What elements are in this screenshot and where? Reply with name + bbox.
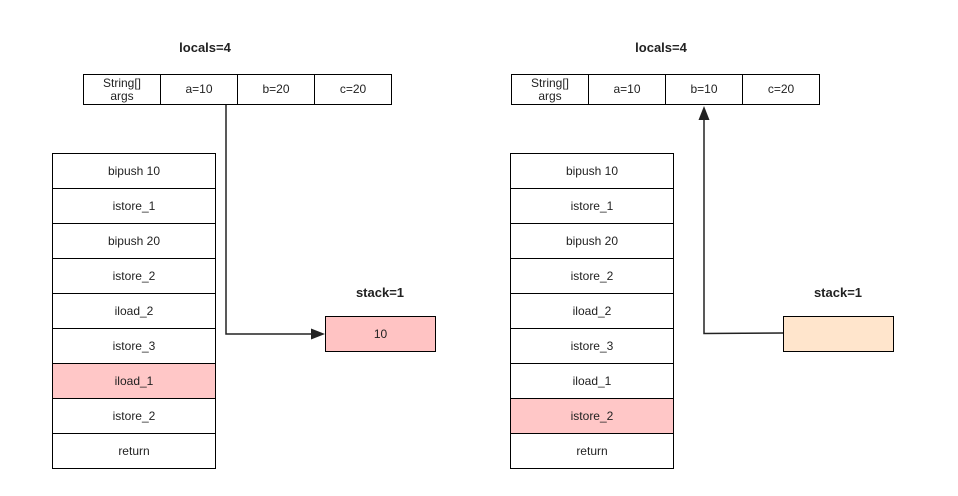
right-instruction: iload_1 bbox=[510, 363, 674, 399]
left-instruction: istore_2 bbox=[52, 258, 216, 294]
left-instruction: return bbox=[52, 433, 216, 469]
left-instruction-current: iload_1 bbox=[52, 363, 216, 399]
right-instruction: return bbox=[510, 433, 674, 469]
left-instruction: istore_1 bbox=[52, 188, 216, 224]
store-arrow-stack-to-b bbox=[698, 106, 784, 335]
right-instruction: iload_2 bbox=[510, 293, 674, 329]
left-local-c: c=20 bbox=[314, 74, 392, 105]
left-local-a: a=10 bbox=[160, 74, 238, 105]
load-arrow-a-to-stack bbox=[225, 105, 325, 340]
left-local-b: b=20 bbox=[237, 74, 315, 105]
right-locals-title: locals=4 bbox=[635, 40, 687, 55]
right-local-args: String[] args bbox=[511, 74, 589, 105]
right-instruction: istore_1 bbox=[510, 188, 674, 224]
right-local-a: a=10 bbox=[588, 74, 666, 105]
right-local-b: b=10 bbox=[665, 74, 743, 105]
right-stack-title: stack=1 bbox=[813, 285, 863, 300]
right-stack-slot bbox=[783, 316, 894, 352]
left-instruction: bipush 20 bbox=[52, 223, 216, 259]
right-instruction: bipush 20 bbox=[510, 223, 674, 259]
left-instruction: iload_2 bbox=[52, 293, 216, 329]
left-stack-title: stack=1 bbox=[355, 285, 405, 300]
right-instruction: bipush 10 bbox=[510, 153, 674, 189]
left-instruction: bipush 10 bbox=[52, 153, 216, 189]
left-stack-slot: 10 bbox=[325, 316, 436, 352]
right-local-c: c=20 bbox=[742, 74, 820, 105]
left-locals-table: String[] args a=10 b=20 c=20 bbox=[83, 74, 392, 105]
right-instruction: istore_3 bbox=[510, 328, 674, 364]
right-locals-table: String[] args a=10 b=10 c=20 bbox=[511, 74, 820, 105]
left-instruction: istore_2 bbox=[52, 398, 216, 434]
right-instruction: istore_2 bbox=[510, 258, 674, 294]
left-locals-title: locals=4 bbox=[179, 40, 231, 55]
